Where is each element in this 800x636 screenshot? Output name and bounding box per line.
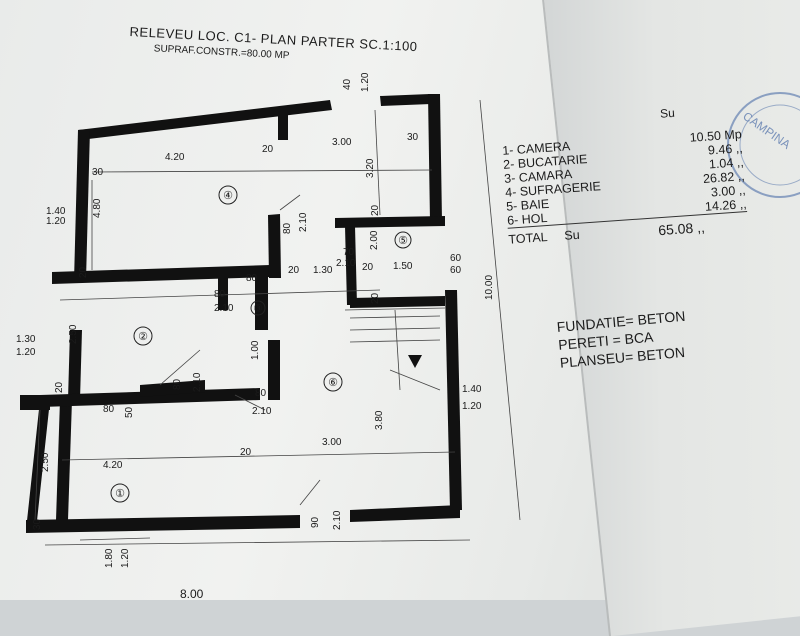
dim-label: 80: [282, 222, 293, 234]
dim-label: 80: [214, 289, 226, 300]
dim-label: 20: [370, 204, 381, 216]
dim-label: 20: [370, 292, 381, 304]
room-3-number: ③: [253, 303, 263, 315]
dim-label: 3.00: [332, 137, 352, 148]
dim-label: 10.00: [484, 275, 495, 300]
floor-plan-drawing: RELEVEU LOC. C1- PLAN PARTER SC.1:100 SU…: [16, 24, 800, 600]
dim-label: 70: [343, 247, 355, 258]
dim-label: 3.80: [374, 410, 385, 430]
dim-label: 2.10: [332, 510, 343, 530]
dim-label: 30: [407, 132, 419, 143]
dim-label: 60: [450, 253, 462, 264]
dim-label: 1.80: [104, 548, 115, 568]
dim-label: 1.50: [393, 261, 413, 272]
dim-label: 2.00: [369, 230, 380, 250]
legend-room-area: 14.26 ,,: [704, 197, 748, 214]
dim-label: 20: [240, 447, 252, 458]
dim-label: 1.00: [250, 340, 261, 360]
room-4-number: ④: [223, 190, 233, 202]
dim-label: 1.20: [46, 216, 66, 227]
dim-label: 1.30: [16, 334, 36, 345]
room-2-number: ②: [138, 331, 148, 343]
room-1-number: ①: [115, 488, 125, 500]
stamp-text: CAMPINA: [740, 109, 793, 152]
dim-label: 2.10: [298, 212, 309, 232]
dim-label: 2.50: [68, 324, 79, 344]
room-6-number: ⑥: [328, 377, 338, 389]
dim-label: 1.40: [462, 384, 482, 395]
room-5-number: ⑤: [398, 235, 408, 247]
dim-label: 8.00: [180, 587, 204, 600]
materials-notes: FUNDATIE= BETON PERETI = BCA PLANSEU= BE…: [556, 307, 689, 372]
dim-label: 4.20: [103, 460, 123, 471]
legend-total-value: 65.08 ,,: [657, 218, 706, 239]
dim-label: 50: [124, 406, 135, 418]
dim-label: 20: [78, 266, 89, 278]
dim-label: 20: [288, 265, 300, 276]
dim-label: 80: [103, 404, 115, 415]
dim-label: 30: [32, 518, 43, 530]
dim-label: 1.40: [46, 206, 66, 217]
dim-label: 90: [310, 516, 321, 528]
dim-label: 20: [362, 262, 374, 273]
dimension-lines: [34, 99, 521, 546]
dim-label: 2.10: [252, 406, 272, 417]
dim-label: 60: [450, 265, 462, 276]
dim-label: 1.20: [16, 347, 36, 358]
dim-label: 3.00: [322, 437, 342, 448]
dim-label: 30: [92, 167, 104, 178]
dim-label: 80: [255, 388, 267, 399]
dim-label: 4.20: [165, 152, 185, 163]
dim-label: 1.20: [120, 548, 131, 568]
dim-label: 2.50: [40, 452, 51, 472]
walls: [20, 94, 462, 533]
dim-label: 80: [172, 378, 183, 390]
legend-header: Su: [659, 105, 676, 121]
dim-label: 1.30: [313, 265, 333, 276]
dim-label: 20: [54, 381, 65, 393]
dim-label: 2.10: [192, 372, 203, 392]
stair-arrow-icon: [408, 355, 422, 368]
dim-label: 4.80: [92, 198, 103, 218]
dim-label: 20: [262, 144, 274, 155]
dim-label: 1.20: [462, 401, 482, 412]
legend-room-name: 6- HOL: [506, 210, 548, 228]
dim-label: 2.10: [336, 258, 356, 269]
dim-label: 1.20: [360, 72, 371, 92]
dim-label: 3.20: [365, 158, 376, 178]
dim-label: 2.10: [214, 303, 234, 314]
dim-label: 80: [246, 273, 258, 284]
dim-label: 40: [342, 78, 353, 90]
